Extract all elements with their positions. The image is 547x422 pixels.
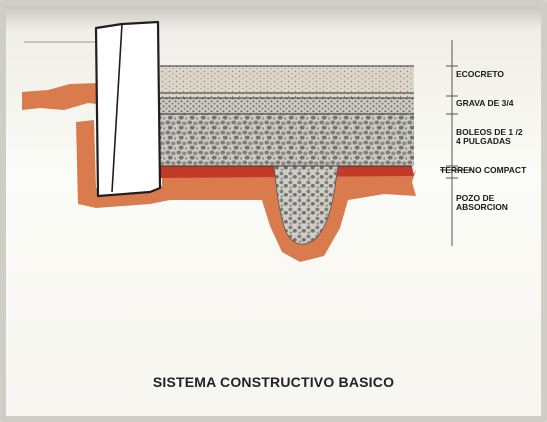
retaining-wall: [94, 20, 162, 198]
label-boleos: BOLEOS DE 1 /2 4 PULGADAS: [456, 127, 523, 146]
label-ecocreto: ECOCRETO: [456, 69, 505, 79]
boulders-layer: [160, 114, 414, 166]
label-terreno: TERRENO COMPACT: [440, 165, 527, 175]
diagram-caption: SISTEMA CONSTRUCTIVO BASICO: [152, 374, 395, 390]
label-pozo: POZO DE ABSORCION: [456, 193, 508, 212]
absorption-pit: [273, 165, 339, 245]
soil-band: [22, 83, 118, 110]
label-grava: GRAVA DE 3/4: [456, 98, 514, 108]
gravel-layer: [160, 98, 414, 114]
soil-under-wall: [76, 120, 416, 262]
